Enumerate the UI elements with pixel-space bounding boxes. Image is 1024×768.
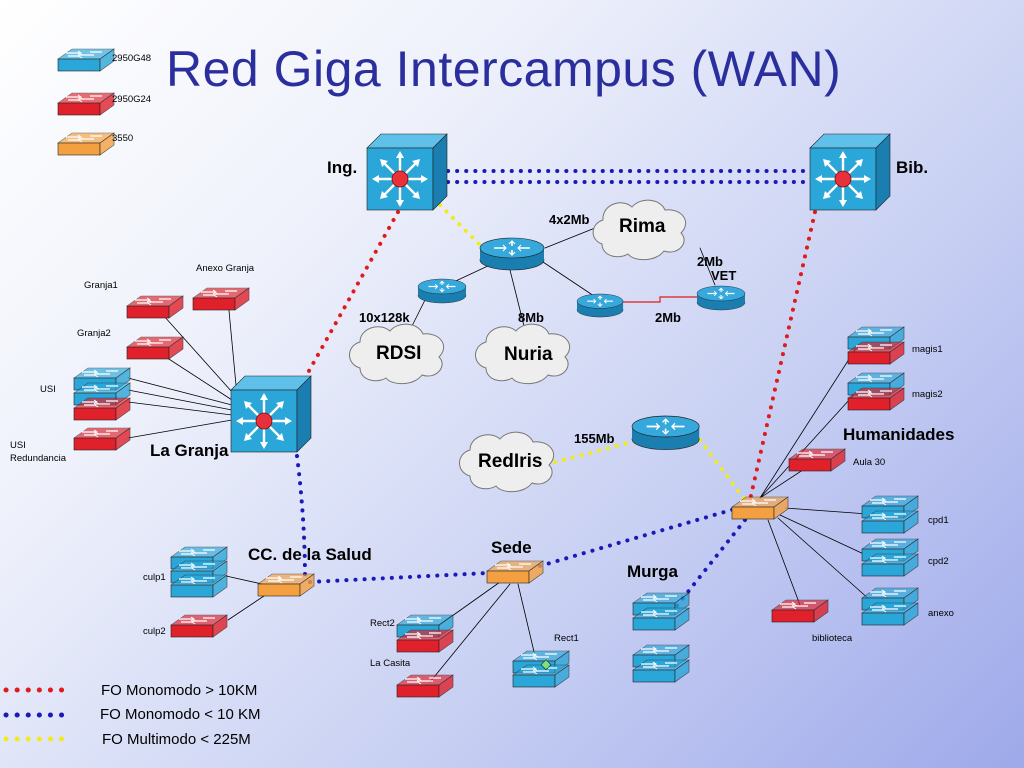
device-culp1-label: culp1: [143, 572, 166, 583]
device-rect2-label: Rect2: [370, 618, 395, 629]
link-router-humanidades: [698, 438, 747, 502]
switch-stack-culp1[interactable]: [171, 547, 227, 597]
link-bib-humanidades: [748, 210, 817, 502]
switch-sede-3550[interactable]: [486, 560, 544, 584]
device-magis1-label: magis1: [912, 344, 943, 355]
core-switch-la-granja[interactable]: [229, 374, 313, 454]
device-culp2-label: culp2: [143, 626, 166, 637]
link-sede-humanidades: [538, 506, 740, 568]
device-granja1-label: Granja1: [84, 280, 118, 291]
device-la-casita-label: La Casita: [370, 658, 411, 669]
core-bib-label: Bib.: [896, 158, 929, 177]
site-salud-label: CC. de la Salud: [248, 545, 372, 564]
device-usi-red-label-1: USI: [10, 440, 26, 451]
router-rdsi[interactable]: [417, 278, 467, 304]
device-anexo-granja-label: Anexo Granja: [196, 263, 255, 274]
link-label-2mb: 2Mb: [655, 310, 681, 325]
cloud-rediris[interactable]: [459, 431, 555, 493]
device-rect1-label: Rect1: [554, 633, 579, 644]
link-rediris-router: [553, 438, 642, 464]
device-biblioteca-label: biblioteca: [812, 633, 853, 644]
router-vet[interactable]: [696, 285, 746, 311]
legend-2950g48-label: 2950G48: [112, 53, 152, 64]
site-sede-label: Sede: [491, 538, 532, 557]
wan-clouds: [349, 199, 687, 493]
device-magis2-label: magis2: [912, 389, 943, 400]
legend-switch-2950g48-icon: [57, 48, 115, 72]
line-legend-swatches: [3, 687, 67, 742]
core-granja-label: La Granja: [150, 441, 229, 460]
switch-la-casita[interactable]: [396, 674, 454, 698]
switch-culp2[interactable]: [170, 614, 228, 638]
switch-usi-redundancia[interactable]: [73, 427, 131, 451]
link-label-2mb-vet: 2Mb: [697, 254, 723, 269]
switch-anexo-granja[interactable]: [192, 287, 250, 311]
cloud-rima-label: Rima: [619, 216, 666, 237]
legend-3550-label: 3550: [112, 133, 134, 144]
switch-granja1[interactable]: [126, 295, 184, 319]
legend-fo-mono-lt10: FO Monomodo < 10 KM: [100, 706, 261, 723]
link-granja-salud: [295, 454, 307, 580]
switch-granja2[interactable]: [126, 336, 184, 360]
core-switch-bib[interactable]: [808, 132, 892, 212]
device-anexo-label: anexo: [928, 608, 954, 619]
link-label-10x128k: 10x128k: [359, 310, 410, 325]
switch-aula30[interactable]: [788, 448, 846, 472]
link-label-8mb: 8Mb: [518, 310, 544, 325]
rect1-module-icon: [540, 659, 552, 671]
legend-switch-3550-icon: [57, 132, 115, 156]
site-humanidades-label: Humanidades: [843, 425, 955, 444]
router-rediris[interactable]: [631, 415, 701, 451]
link-label-155mb: 155Mb: [574, 431, 615, 446]
cloud-rdsi[interactable]: [349, 323, 445, 385]
link-vet: [621, 296, 698, 303]
legend-switch-2950g24-icon: [57, 92, 115, 116]
link-ing-router: [438, 203, 487, 252]
device-granja2-label: Granja2: [77, 328, 111, 339]
device-usi-label: USI: [40, 384, 56, 395]
switch-biblioteca[interactable]: [771, 599, 829, 623]
page-title: Red Giga Intercampus (WAN): [166, 41, 842, 97]
legend-2950g24-label: 2950G24: [112, 94, 152, 105]
switch-salud-3550[interactable]: [257, 573, 315, 597]
legend-fo-mono-gt10: FO Monomodo > 10KM: [101, 682, 258, 699]
device-usi-red-label-2: Redundancia: [10, 453, 66, 464]
core-ing-label: Ing.: [327, 158, 358, 177]
router-rima[interactable]: [576, 293, 624, 318]
cloud-rdsi-label: RDSI: [376, 343, 422, 364]
link-label-4x2mb: 4x2Mb: [549, 212, 590, 227]
cloud-rediris-label: RedIris: [478, 451, 543, 472]
device-aula30-label: Aula 30: [853, 457, 886, 468]
device-cpd1-label: cpd1: [928, 515, 949, 526]
cloud-nuria[interactable]: [475, 323, 571, 385]
legend-fo-multi: FO Multimodo < 225M: [102, 731, 251, 748]
switch-humanidades-3550[interactable]: [731, 496, 789, 520]
cloud-nuria-label: Nuria: [504, 344, 553, 365]
router-main[interactable]: [479, 237, 545, 271]
core-switch-ing[interactable]: [365, 132, 449, 212]
device-cpd2-label: cpd2: [928, 556, 949, 567]
link-humanidades-murga: [670, 518, 747, 614]
cloud-rima[interactable]: [592, 199, 687, 261]
link-label-vet: VET: [711, 268, 737, 283]
link-salud-sede: [308, 571, 490, 584]
site-murga-label: Murga: [627, 562, 678, 581]
